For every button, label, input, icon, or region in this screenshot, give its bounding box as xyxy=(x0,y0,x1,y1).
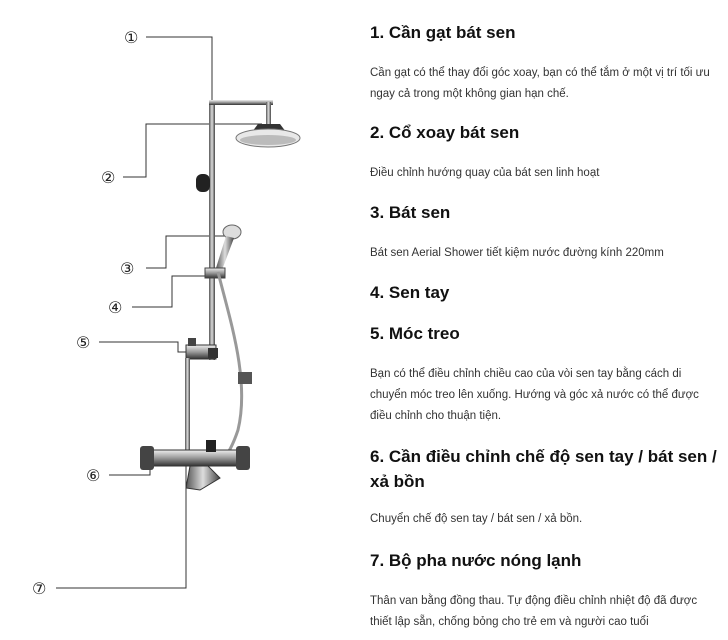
section-1-text: Cần gạt có thể thay đổi góc xoay, bạn có… xyxy=(370,67,710,100)
section-2-title: 2. Cổ xoay bát sen xyxy=(370,123,520,142)
marker-6: ⑥ xyxy=(86,466,100,485)
slide-holder xyxy=(204,267,226,279)
leader-lines xyxy=(56,36,262,589)
section-1-title: 1. Cần gạt bát sen xyxy=(370,23,516,42)
marker-1: ① xyxy=(124,28,138,47)
section-5-title: 5. Móc treo xyxy=(370,324,460,343)
marker-2: ② xyxy=(101,168,115,187)
hose xyxy=(210,271,244,467)
diverter xyxy=(185,338,218,360)
section-7-text: Thân van bằng đồng thau. Tự động điều ch… xyxy=(370,595,698,628)
marker-5: ⑤ xyxy=(76,333,90,352)
shower-head xyxy=(235,124,301,148)
marker-4: ④ xyxy=(108,298,122,317)
marker-3: ③ xyxy=(120,259,134,278)
section-5-text: Bạn có thể điều chỉnh chiều cao của vòi … xyxy=(370,368,699,422)
thermostatic-mixer xyxy=(140,440,250,491)
riser-pipe xyxy=(209,100,215,360)
shower-arm xyxy=(209,100,273,105)
marker-7: ⑦ xyxy=(32,579,46,598)
hand-shower xyxy=(216,224,242,270)
section-2-text: Điều chỉnh hướng quay của bát sen linh h… xyxy=(370,167,600,179)
section-7-title: 7. Bộ pha nước nóng lạnh xyxy=(370,551,582,570)
section-3-text: Bát sen Aerial Shower tiết kiệm nước đườ… xyxy=(370,247,664,259)
section-6-title: 6. Cần điều chỉnh chế độ sen tay / bát s… xyxy=(370,447,717,491)
section-6-text: Chuyển chế độ sen tay / bát sen / xả bồn… xyxy=(370,513,583,525)
wall-bracket xyxy=(196,174,210,192)
wall-outlet xyxy=(238,372,252,384)
section-4-title: 4. Sen tay xyxy=(370,283,450,302)
shower-diagram: ① ② ③ ④ ⑤ ⑥ ⑦ xyxy=(32,28,301,598)
section-3-title: 3. Bát sen xyxy=(370,203,451,222)
